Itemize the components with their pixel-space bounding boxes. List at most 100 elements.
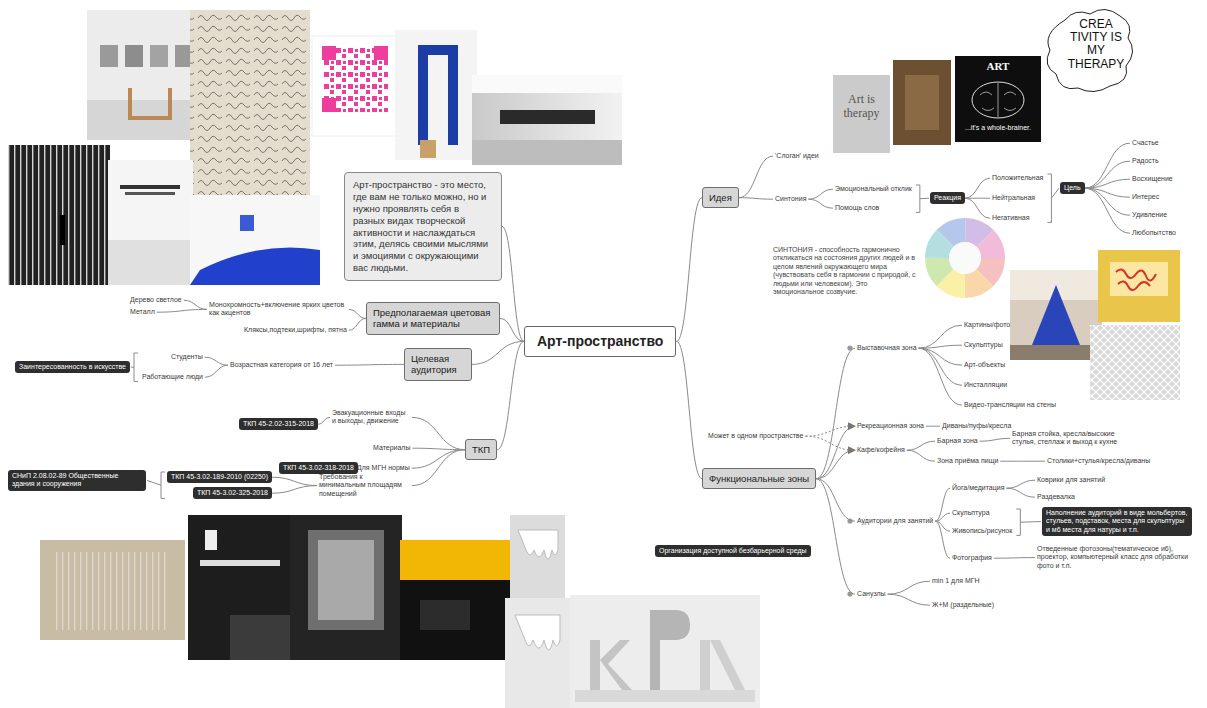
node-text: Картины/фото: [964, 321, 1010, 329]
subtopic-text: Отведенные фотозоны(тематическое и6), пр…: [1035, 544, 1200, 571]
node-text: Эмоциональный отклик: [835, 185, 912, 193]
subtopic-text: Негативная: [990, 213, 1031, 223]
node-text: Требования к минимальным площадям помеще…: [319, 473, 410, 498]
node-text: 'Слоган' идеи: [775, 152, 819, 160]
blue-panel: [240, 215, 254, 231]
wall-band: [500, 110, 595, 124]
node-text: Эвакуационные входы и выходы, движение: [332, 409, 410, 426]
node-text: Столики+стулья/кресла/диваны: [1047, 457, 1150, 465]
subtopic-text: Ж+М (раздельные): [930, 600, 996, 610]
wheel-segment: [937, 230, 993, 286]
branch-line: [205, 365, 228, 377]
node-text: Металл: [130, 308, 155, 316]
node-text: ТКП: [472, 444, 490, 455]
node-text: Нейтральная: [992, 194, 1035, 202]
note-text: СИНТОНИЯ - способность гармонично отклик…: [773, 246, 919, 296]
wood-object: [130, 88, 170, 118]
painting: [175, 45, 191, 67]
photo: [108, 160, 193, 285]
photo: [8, 145, 110, 285]
node-text: Заинтересованность в искусстве: [19, 363, 126, 371]
node-text: Арт-пространство - это место, где вам не…: [353, 179, 493, 274]
branch-line: [808, 189, 833, 199]
branch-line: [1000, 461, 1045, 462]
node-text: ТКП 45-3.02-189-2010 (02250): [171, 473, 268, 481]
node-text: Для МГН нормы: [357, 464, 410, 472]
branch-line: [919, 345, 962, 348]
cloud-outline: [1047, 9, 1132, 91]
tag-box: Наполнение аудиторий в виде мольбертов, …: [1042, 507, 1192, 536]
subtopic-text: Барная стойка, кресла/высокие стулья, ст…: [1010, 429, 1135, 448]
lattice-screen: [1090, 325, 1180, 400]
node-text: Любопытство: [1132, 229, 1176, 237]
node-text: Арт-объекты: [964, 361, 1005, 369]
subtopic-text: Эвакуационные входы и выходы, движение: [330, 408, 412, 427]
branch-line: [157, 309, 207, 312]
node-text: Коврики для занятий: [1037, 476, 1105, 484]
handwriting-wall: [190, 10, 310, 215]
central-topic: Арт-пространство: [524, 326, 676, 357]
letter-sculpture: [650, 610, 690, 690]
branch-line: [994, 557, 1035, 559]
photo-floor: [472, 140, 622, 165]
wheel-segment: [937, 230, 993, 286]
subtopic-text: Может в одном пространстве: [706, 431, 805, 441]
summary-bracket: [1016, 509, 1041, 535]
counter: [200, 560, 280, 566]
wheel-segment: [937, 230, 993, 286]
branch-line: [816, 479, 855, 595]
node-text: ТКП 45-3.02-325-2018: [197, 489, 268, 497]
screen-image: [318, 540, 374, 620]
node-text: ТКП 45-2.02-315-2018: [243, 420, 314, 428]
visitor: [60, 215, 65, 245]
node-text: Барная стойка, кресла/высокие стулья, ст…: [1012, 430, 1133, 447]
main-topic-box: Целевая аудитория: [404, 348, 472, 381]
branch-line: [935, 488, 950, 521]
subtopic-text: Любопытство: [1130, 228, 1178, 238]
bar-counter: [420, 600, 470, 630]
subtopic-text: Живопись/рисунок: [950, 526, 1014, 536]
branch-line: [1006, 480, 1035, 488]
node-text: Видео-трансляции на стены: [964, 401, 1056, 409]
subtopic-text: Коврики для занятий: [1035, 475, 1107, 485]
branch-line: [816, 348, 855, 479]
node-text: Может в одном пространстве: [708, 432, 803, 440]
subtopic-text: Эмоциональный отклик: [833, 184, 914, 194]
wood-base: [420, 140, 436, 158]
drip-shape: [518, 530, 558, 559]
photo: [833, 75, 890, 153]
branch-line: [805, 426, 855, 436]
node-text: Предполагаемая цветовая гамма и материал…: [373, 307, 493, 330]
branch-line: [676, 341, 702, 478]
node-text: СНиП 2.08.02-89 Общественные здания и со…: [12, 472, 142, 489]
branch-line: [980, 438, 1010, 441]
branch-line: [919, 325, 962, 348]
photo-floor: [1010, 345, 1102, 360]
branch-line: [502, 227, 524, 342]
subtopic-text: Для МГН нормы: [355, 463, 412, 473]
branch-line: [412, 450, 465, 486]
branch-line: [412, 417, 465, 449]
node-text: Дерево светлое: [130, 296, 182, 304]
node-text: Материалы: [373, 444, 410, 452]
branch-line: [907, 450, 935, 461]
subtopic-text: Раздевалка: [1035, 492, 1077, 502]
node-text: Студенты: [171, 353, 203, 361]
photo-floor: [575, 690, 755, 702]
qr-code: [322, 46, 388, 112]
node-text: Интерес: [1132, 193, 1159, 201]
branch-line: [1085, 188, 1130, 233]
node-text: Счастье: [1132, 139, 1159, 147]
node-text: Барная зона: [937, 437, 978, 445]
tag-box: Организация доступной безбарьерной среды: [655, 545, 811, 557]
node-text: Удивление: [1132, 211, 1167, 219]
subtopic-text: Положительная: [990, 173, 1045, 183]
subtopic-text: Студенты: [169, 352, 205, 362]
photo: [1098, 250, 1180, 322]
node-text: Скульптуры: [964, 341, 1003, 349]
branch-line: [205, 357, 228, 365]
branch-line: [926, 426, 940, 427]
photo: [188, 515, 293, 660]
node-text: Живопись/рисунок: [952, 527, 1012, 535]
lamp: [205, 530, 217, 550]
